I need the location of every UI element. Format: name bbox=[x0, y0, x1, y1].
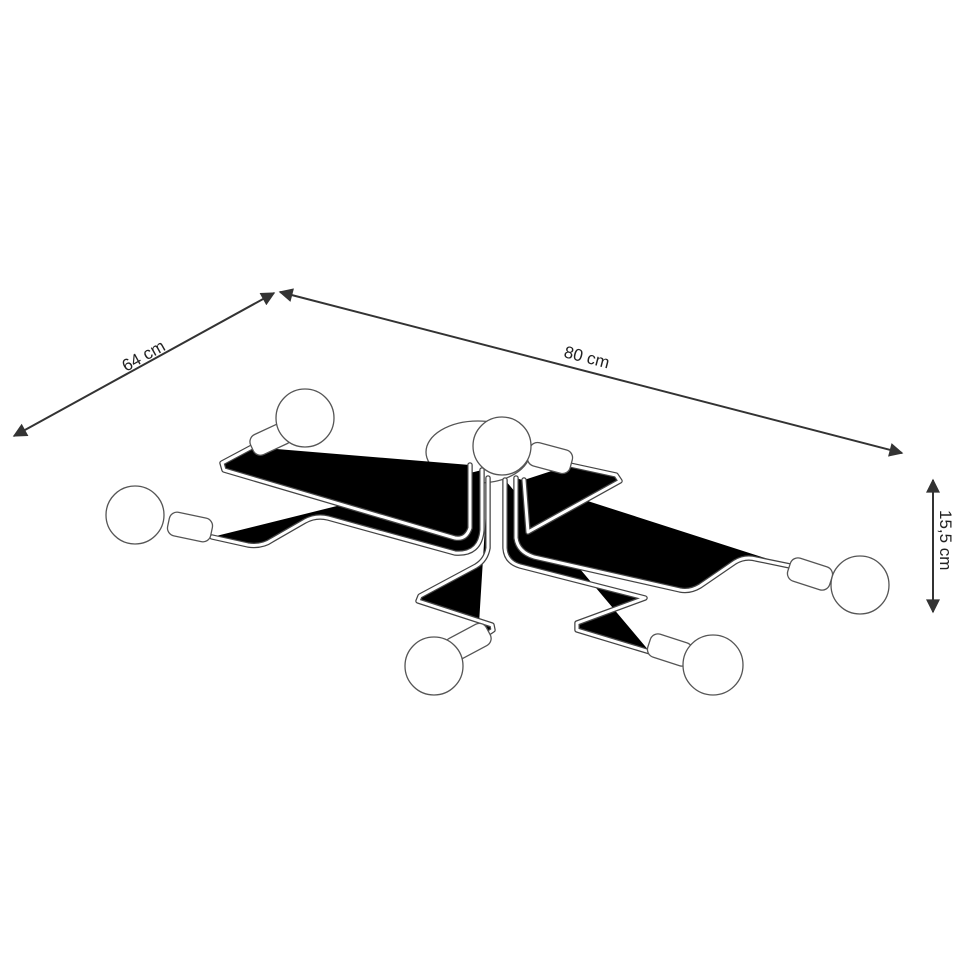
bulb-right bbox=[786, 555, 890, 615]
height-label: 15,5 cm bbox=[936, 510, 955, 570]
width-label: 80 cm bbox=[562, 342, 612, 372]
bulb-bottom bbox=[404, 622, 492, 696]
width-arrow bbox=[278, 288, 904, 457]
bulb bbox=[105, 485, 165, 545]
bulb bbox=[472, 416, 532, 476]
height-dimension: 15,5 cm bbox=[926, 478, 955, 614]
socket bbox=[526, 441, 574, 475]
bulb-left bbox=[105, 485, 214, 545]
depth-label: 64 cm bbox=[119, 336, 169, 375]
bulb-center bbox=[472, 416, 574, 476]
bulb bbox=[275, 388, 335, 448]
socket bbox=[786, 557, 834, 591]
depth-arrow bbox=[12, 292, 276, 437]
bulb bbox=[404, 636, 464, 696]
width-dimension: 80 cm bbox=[278, 288, 904, 457]
socket bbox=[166, 511, 214, 543]
bulb-top-left bbox=[249, 388, 335, 456]
bulb bbox=[830, 555, 890, 615]
bulb-bottom-right bbox=[646, 633, 744, 696]
depth-dimension: 64 cm bbox=[12, 292, 276, 437]
bulb bbox=[682, 634, 744, 696]
